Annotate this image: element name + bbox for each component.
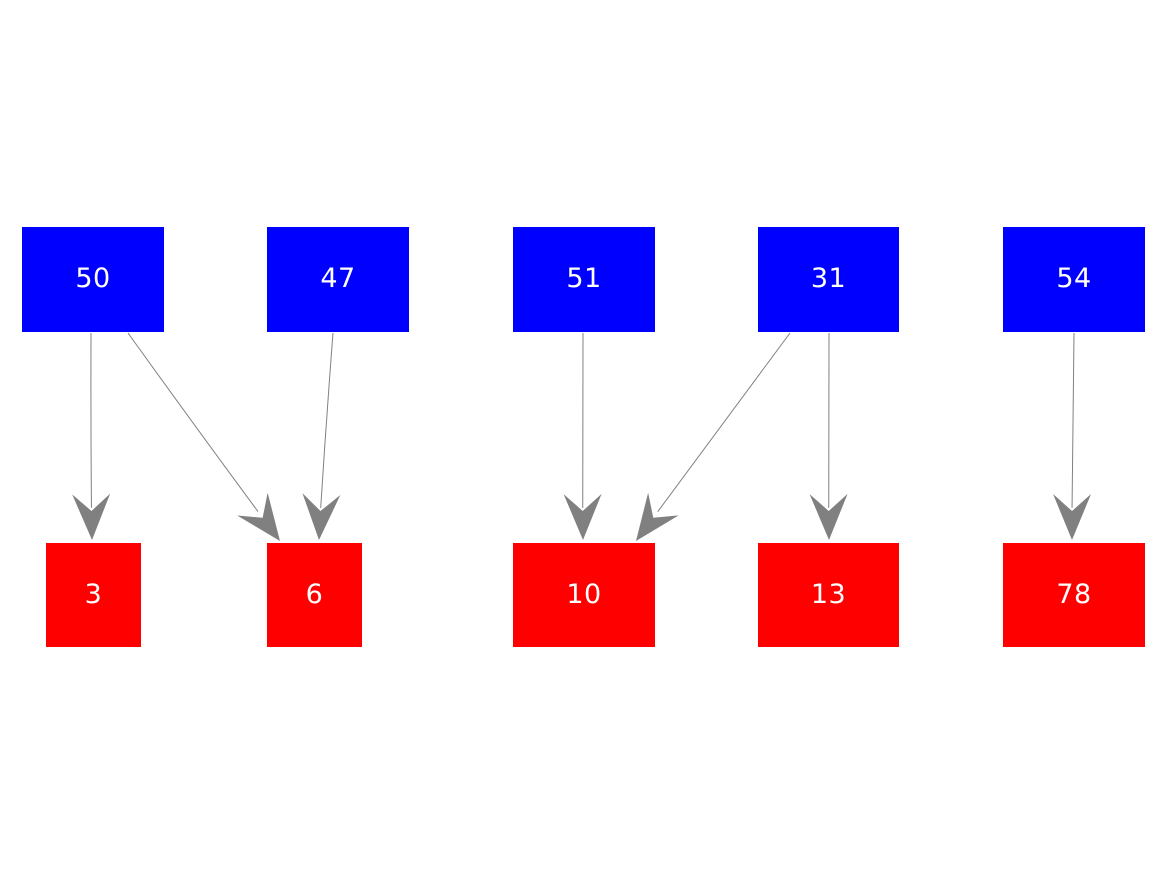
arrowhead-icon [72,493,111,540]
arrowhead-icon [636,492,679,541]
edge-50-to-3 [72,332,111,540]
edge-line [657,332,791,513]
node-13[interactable]: 13 [758,543,899,647]
edge-line [320,332,334,508]
node-label: 54 [1056,263,1092,294]
node-label: 13 [810,578,847,610]
node-6[interactable]: 6 [267,543,362,647]
arrowhead-icon [809,493,848,540]
arrowhead-icon [1053,493,1092,540]
arrowhead-icon [563,493,602,540]
edge-line [1071,332,1075,508]
arrowhead-icon [237,492,280,541]
edge-line [127,332,259,512]
arrowhead-icon [302,493,341,540]
node-10[interactable]: 10 [513,543,655,647]
node-31[interactable]: 31 [758,227,899,332]
edge-47-to-6 [302,332,341,540]
node-54[interactable]: 54 [1003,227,1145,332]
node-label: 10 [566,578,602,610]
node-label: 47 [320,263,356,294]
node-label: 51 [566,263,602,294]
node-label: 50 [75,263,111,294]
node-label: 78 [1056,578,1092,610]
node-label: 3 [84,578,103,610]
node-label: 31 [810,263,847,294]
edge-31-to-10 [636,332,791,541]
node-50[interactable]: 50 [22,227,164,332]
edge-54-to-78 [1053,332,1092,540]
node-51[interactable]: 51 [513,227,655,332]
edge-31-to-13 [809,332,848,540]
node-3[interactable]: 3 [46,543,141,647]
node-78[interactable]: 78 [1003,543,1145,647]
edge-50-to-6 [127,332,280,541]
node-label: 6 [305,578,324,610]
edge-line [90,332,92,508]
edge-51-to-10 [563,332,602,540]
node-47[interactable]: 47 [267,227,409,332]
